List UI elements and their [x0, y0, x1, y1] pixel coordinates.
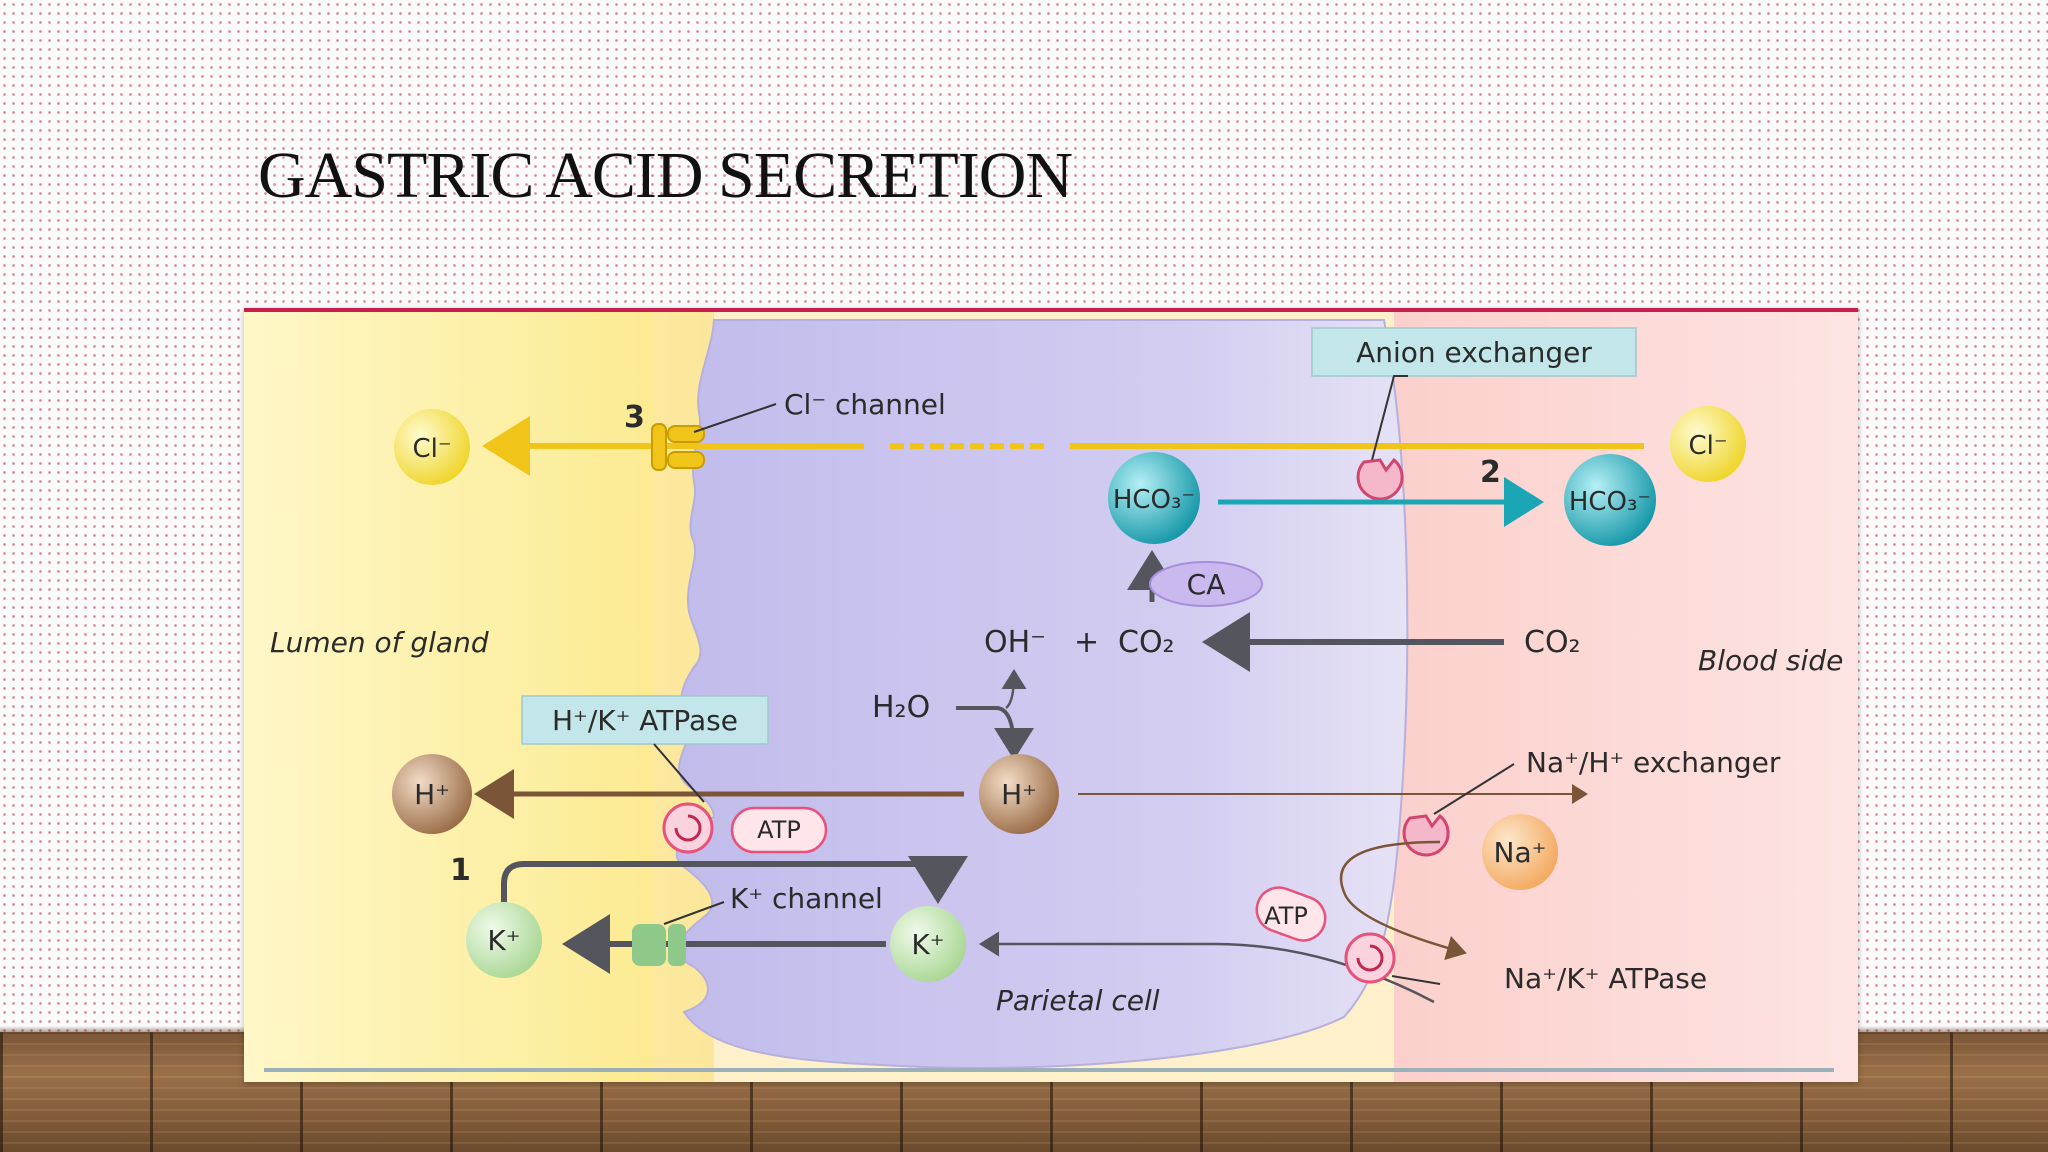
cl-channel-label: Cl⁻ channel	[784, 388, 946, 421]
diagram-canvas: Lumen of gland Blood side Parietal cell …	[244, 312, 1858, 1082]
na-h-exchanger-label: Na⁺/H⁺ exchanger	[1526, 746, 1781, 779]
h-ion-lumen: H⁺	[392, 754, 472, 834]
h2o-to-oh-arrow	[1001, 669, 1027, 709]
oh-label: OH⁻	[984, 625, 1046, 660]
k-channel-label: K⁺ channel	[730, 882, 883, 915]
svg-text:HCO₃⁻: HCO₃⁻	[1569, 487, 1651, 517]
svg-text:K⁺: K⁺	[487, 924, 520, 957]
cl-ion-lumen: Cl⁻	[394, 409, 470, 485]
svg-text:CA: CA	[1187, 568, 1226, 601]
diagram-figure: Lumen of gland Blood side Parietal cell …	[244, 308, 1858, 1082]
figure-baseline	[264, 1068, 1834, 1072]
k-channel-icon	[632, 924, 686, 966]
svg-text:HCO₃⁻: HCO₃⁻	[1113, 485, 1195, 515]
k-entry-arrow	[979, 931, 1435, 1004]
na-h-leader	[1433, 763, 1515, 815]
co2-cell-label: CO₂	[1118, 625, 1175, 660]
svg-text:Cl⁻: Cl⁻	[1688, 431, 1727, 461]
k-ion-lumen: K⁺	[466, 902, 542, 978]
hk-atpase-pump-icon: ATP	[662, 802, 828, 854]
cl-ion-blood: Cl⁻	[1670, 406, 1746, 482]
k-ion-cell: K⁺	[890, 906, 966, 982]
hco3-ion-cell: HCO₃⁻	[1108, 452, 1200, 544]
atp-label-hk: ATP	[757, 816, 801, 844]
na-ion: Na⁺	[1482, 814, 1558, 890]
na-k-atpase-pump-icon: ATP	[1255, 886, 1396, 984]
parietal-cell	[675, 319, 1409, 1069]
hco3-ion-blood: HCO₃⁻	[1564, 454, 1656, 546]
blood-region	[1394, 312, 1858, 1082]
svg-text:Na⁺: Na⁺	[1494, 836, 1547, 869]
h-ion-cell: H⁺	[979, 754, 1059, 834]
parietal-cell-label: Parietal cell	[996, 984, 1160, 1017]
hk-atpase-callout: H⁺/K⁺ ATPase	[521, 695, 769, 803]
anion-exchanger-icon	[1356, 457, 1404, 501]
na-k-atpase-label: Na⁺/K⁺ ATPase	[1504, 962, 1707, 995]
na-h-exchanger-icon	[1402, 813, 1450, 857]
svg-text:K⁺: K⁺	[911, 928, 944, 961]
carbonic-anhydrase-badge: CA	[1149, 561, 1263, 607]
blood-side-label: Blood side	[1698, 644, 1843, 677]
step-3-label: 3	[624, 400, 645, 435]
svg-text:Cl⁻: Cl⁻	[412, 434, 451, 464]
na-entry-arrow	[1339, 840, 1467, 961]
plus-label: +	[1074, 625, 1099, 660]
co2-blood-label: CO₂	[1524, 625, 1581, 660]
lumen-label: Lumen of gland	[270, 626, 489, 659]
atp-label-nak: ATP	[1264, 902, 1308, 930]
svg-text:H⁺: H⁺	[414, 778, 450, 811]
cl-channel-leader	[693, 403, 777, 433]
svg-text:Anion exchanger: Anion exchanger	[1356, 336, 1592, 369]
svg-text:H⁺/K⁺ ATPase: H⁺/K⁺ ATPase	[552, 704, 738, 737]
step-2-label: 2	[1480, 455, 1501, 490]
na-k-leader	[1391, 975, 1441, 985]
anion-exchanger-callout: Anion exchanger	[1311, 327, 1637, 461]
slide-title: GASTRIC ACID SECRETION	[258, 139, 1073, 212]
h2o-to-h-arrow	[956, 706, 1034, 760]
svg-text:H⁺: H⁺	[1001, 778, 1037, 811]
h2o-label: H₂O	[872, 690, 930, 725]
k-uptake-arrow	[501, 856, 968, 904]
step-1-label: 1	[450, 853, 471, 888]
k-channel-leader	[663, 901, 725, 925]
cl-channel-icon	[651, 423, 705, 471]
